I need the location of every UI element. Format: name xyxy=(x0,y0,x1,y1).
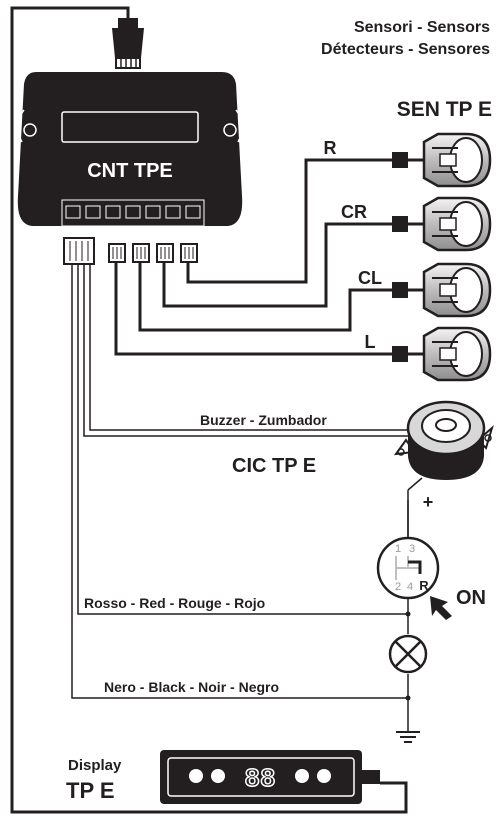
black-wire-label: Nero - Black - Noir - Negro xyxy=(104,679,279,695)
buzzer-name: CIC TP E xyxy=(232,455,316,477)
buzzer-wire-a xyxy=(83,264,412,437)
buzzer-icon xyxy=(393,400,494,480)
display-unit xyxy=(160,750,380,804)
power-plug-icon xyxy=(112,18,144,69)
unit-connectors xyxy=(63,237,198,265)
gear-position-2: 2 xyxy=(395,581,401,593)
sensor-r-wire xyxy=(186,158,392,284)
power-wire xyxy=(10,6,408,814)
display-digits: 88 xyxy=(244,764,275,794)
control-unit-name: CNT TPE xyxy=(87,160,173,182)
gear-selector xyxy=(376,477,440,600)
sensor-r xyxy=(392,132,492,188)
black-wire xyxy=(71,264,408,699)
gear-position-4: 4 xyxy=(407,581,413,593)
sensors-title-line2: Détecteurs - Sensores xyxy=(321,41,490,58)
buzzer-wire-b xyxy=(89,264,412,431)
plus-sign: + xyxy=(423,492,434,512)
sensor-l-label: L xyxy=(365,332,376,352)
on-arrow-icon xyxy=(430,596,452,620)
red-wire xyxy=(77,264,408,615)
sensor-cl xyxy=(392,262,492,318)
lamp-icon xyxy=(388,634,428,674)
sensor-cr-wire xyxy=(162,222,392,308)
sensor-l xyxy=(392,326,492,382)
ground-icon xyxy=(396,731,420,743)
buzzer-label: Buzzer - Zumbador xyxy=(200,412,327,428)
gear-position-reverse: R xyxy=(419,578,429,593)
gear-position-3: 3 xyxy=(409,543,415,555)
on-label: ON xyxy=(456,587,486,609)
control-unit: CNT TPE xyxy=(16,72,244,227)
display-title-line2: TP E xyxy=(66,778,115,803)
sensor-cl-label: CL xyxy=(358,268,382,288)
sensor-cr-label: CR xyxy=(341,202,367,222)
sensor-cr xyxy=(392,196,492,252)
sensors-title-line1: Sensori - Sensors xyxy=(354,19,490,36)
sensor-l-wire xyxy=(114,262,392,356)
sensor-group-name: SEN TP E xyxy=(397,98,492,121)
gear-position-1: 1 xyxy=(395,543,401,555)
red-wire-label: Rosso - Red - Rouge - Rojo xyxy=(84,595,265,611)
red-wire-junction xyxy=(405,611,411,617)
sensor-cl-wire xyxy=(138,262,392,332)
black-wire-junction xyxy=(405,695,411,701)
buzzer-wire-connector xyxy=(63,237,95,265)
sensor-r-label: R xyxy=(324,138,337,158)
display-title-line1: Display xyxy=(68,757,122,774)
